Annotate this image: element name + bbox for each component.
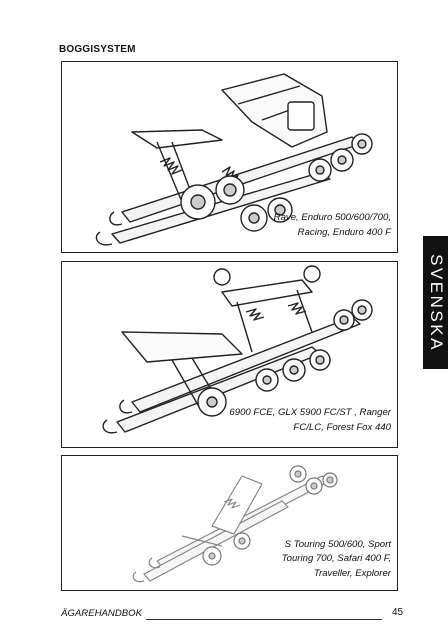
panel-3-caption: S Touring 500/600, Sport Touring 700, Sa…: [282, 538, 391, 582]
illustration-panel-3: S Touring 500/600, Sport Touring 700, Sa…: [61, 455, 398, 591]
language-tab: SVENSKA: [423, 236, 448, 369]
caption-line: 6900 FCE, GLX 5900 FC/ST , Ranger: [229, 407, 391, 418]
caption-line: Touring 700, Safari 400 F,: [281, 553, 391, 564]
page-number: 45: [392, 607, 404, 618]
panel-1-caption: Rave, Enduro 500/600/700, Racing, Enduro…: [274, 211, 391, 240]
caption-line: Racing, Enduro 400 F: [297, 226, 391, 238]
footer-manual-title: ÄGAREHANDBOK: [61, 608, 143, 619]
footer-rule: [146, 619, 382, 620]
suspension-illustration-1: [95, 73, 373, 246]
illustration-panel-1: Rave, Enduro 500/600/700, Racing, Enduro…: [61, 61, 398, 253]
section-title: BOGGISYSTEM: [59, 44, 136, 55]
caption-line: Traveller, Explorer: [313, 567, 391, 579]
caption-line: FC/LC, Forest Fox 440: [293, 421, 391, 433]
illustration-panel-2: 6900 FCE, GLX 5900 FC/ST , Ranger FC/LC,…: [61, 261, 398, 448]
suspension-illustration-2: [102, 265, 373, 434]
suspension-illustration-3: [132, 465, 338, 583]
panel-2-caption: 6900 FCE, GLX 5900 FC/ST , Ranger FC/LC,…: [229, 406, 391, 435]
language-tab-label: SVENSKA: [426, 253, 446, 352]
caption-line: Rave, Enduro 500/600/700,: [273, 212, 391, 223]
caption-line: S Touring 500/600, Sport: [284, 538, 391, 550]
